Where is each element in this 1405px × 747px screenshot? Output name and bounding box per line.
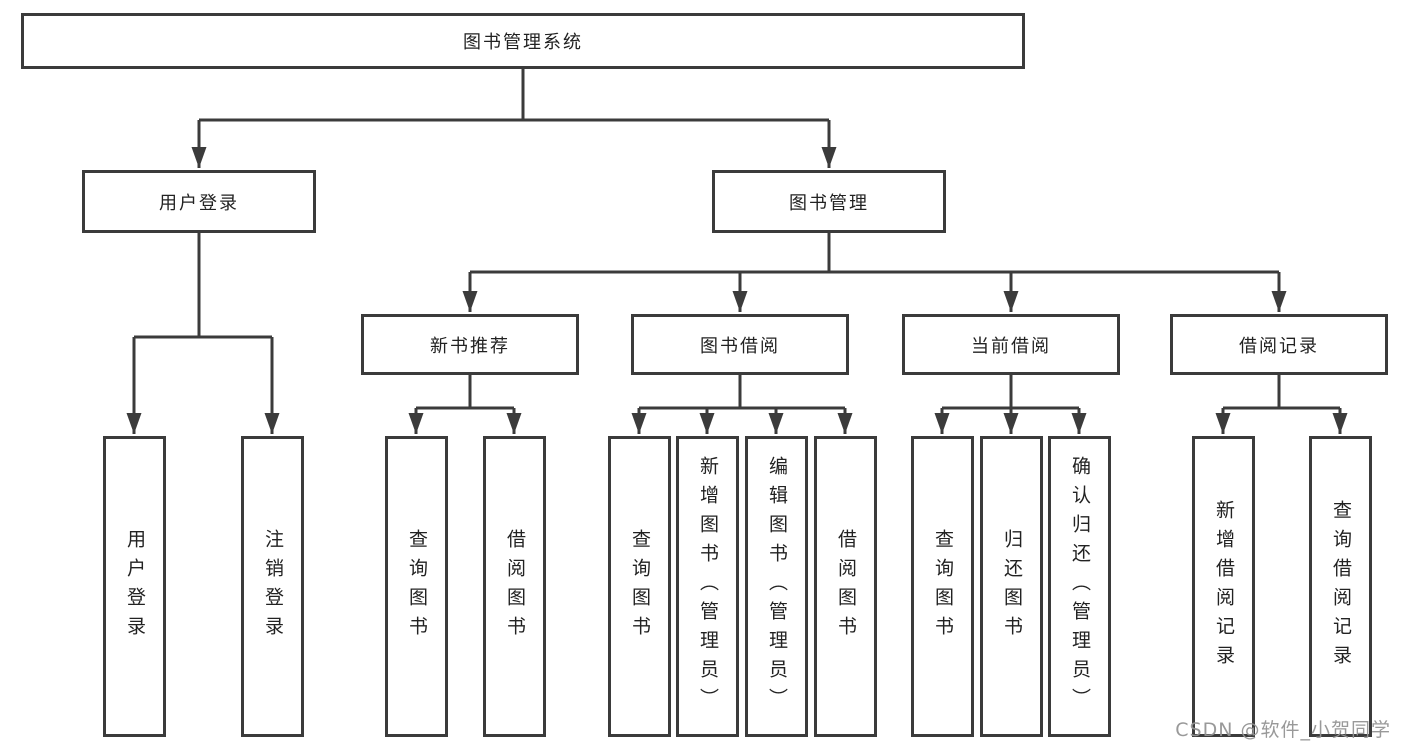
node-library-management-system: 图书管理系统 <box>21 13 1025 69</box>
node-current-borrowing: 当前借阅 <box>902 314 1120 375</box>
node-label: 注销登录 <box>262 528 284 645</box>
node-label: 借阅图书 <box>835 528 857 645</box>
node-label: 查询借阅记录 <box>1330 499 1352 674</box>
leaf-borrow-books-recommend: 借阅图书 <box>483 436 546 737</box>
node-label: 编辑图书（管理员） <box>766 456 788 717</box>
node-label: 新增借阅记录 <box>1213 499 1235 674</box>
leaf-query-books-recommend: 查询图书 <box>385 436 448 737</box>
node-book-borrowing: 图书借阅 <box>631 314 849 375</box>
node-label: 图书借阅 <box>700 335 780 357</box>
node-label: 新书推荐 <box>430 335 510 357</box>
node-label: 图书管理 <box>789 192 869 214</box>
node-label: 当前借阅 <box>971 335 1051 357</box>
leaf-edit-books-admin: 编辑图书（管理员） <box>745 436 808 737</box>
node-label: 查询图书 <box>932 528 954 645</box>
leaf-borrow-books: 借阅图书 <box>814 436 877 737</box>
node-label: 用户登录 <box>124 528 146 645</box>
node-new-book-recommendation: 新书推荐 <box>361 314 579 375</box>
leaf-logout: 注销登录 <box>241 436 304 737</box>
node-label: 新增图书（管理员） <box>697 456 719 717</box>
node-label: 图书管理系统 <box>463 32 583 53</box>
leaf-return-books: 归还图书 <box>980 436 1043 737</box>
node-label: 借阅记录 <box>1239 335 1319 357</box>
node-label: 确认归还（管理员） <box>1069 456 1091 717</box>
node-label: 借阅图书 <box>504 528 526 645</box>
node-book-management: 图书管理 <box>712 170 946 233</box>
node-label: 查询图书 <box>406 528 428 645</box>
node-label: 查询图书 <box>629 528 651 645</box>
leaf-query-borrow-record: 查询借阅记录 <box>1309 436 1372 737</box>
leaf-query-books-borrow: 查询图书 <box>608 436 671 737</box>
leaf-query-books-current: 查询图书 <box>911 436 974 737</box>
watermark-text: CSDN @软件_小贺同学 <box>1175 719 1391 741</box>
node-user-login: 用户登录 <box>82 170 316 233</box>
leaf-user-login: 用户登录 <box>103 436 166 737</box>
node-borrowing-record: 借阅记录 <box>1170 314 1388 375</box>
node-label: 归还图书 <box>1001 528 1023 645</box>
node-label: 用户登录 <box>159 192 239 214</box>
leaf-confirm-return-admin: 确认归还（管理员） <box>1048 436 1111 737</box>
leaf-add-books-admin: 新增图书（管理员） <box>676 436 739 737</box>
leaf-add-borrow-record: 新增借阅记录 <box>1192 436 1255 737</box>
